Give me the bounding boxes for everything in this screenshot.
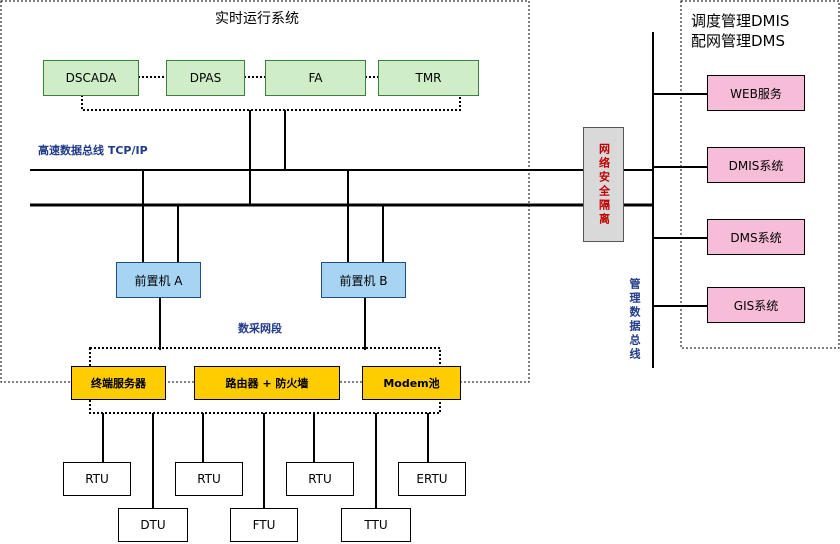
front-end-a: 前置机 A xyxy=(116,262,201,298)
gis-system-box: GIS系统 xyxy=(707,287,805,323)
dms-title: 配网管理DMS xyxy=(691,32,786,50)
app-dotted-bracket xyxy=(81,95,461,111)
ertu-box: ERTU xyxy=(398,462,466,496)
web-service-box: WEB服务 xyxy=(707,75,805,111)
network-security-isolation: 网络安全隔离 xyxy=(583,127,624,242)
high-speed-bus-label: 高速数据总线 TCP/IP xyxy=(38,144,148,157)
isolation-label: 网络安全隔离 xyxy=(597,142,611,227)
mgmt-bus-label-wrap: 管理数据总线 xyxy=(626,278,642,373)
app-box-dscada: DSCADA xyxy=(43,60,139,96)
dms-system-box: DMS系统 xyxy=(707,219,805,255)
front-end-b: 前置机 B xyxy=(321,262,406,298)
router-firewall-box: 路由器 + 防火墙 xyxy=(194,366,340,400)
app-box-fa: FA xyxy=(265,60,366,96)
rtu-box-2: RTU xyxy=(175,462,243,496)
rtu-box-3: RTU xyxy=(286,462,354,496)
mgmt-bus-label: 管理数据总线 xyxy=(628,278,641,362)
dmis-title: 调度管理DMIS xyxy=(691,12,790,30)
app-box-dpas: DPAS xyxy=(166,60,245,96)
dms-system-frame xyxy=(680,0,840,349)
terminal-server-box: 终端服务器 xyxy=(71,366,166,400)
rtu-box-1: RTU xyxy=(63,462,131,496)
modem-pool-box: Modem池 xyxy=(362,366,461,400)
realtime-system-title: 实时运行系统 xyxy=(215,11,299,27)
ftu-box: FTU xyxy=(230,508,298,542)
dmis-system-box: DMIS系统 xyxy=(707,147,805,183)
app-box-tmr: TMR xyxy=(378,60,479,96)
ttu-box: TTU xyxy=(341,508,411,542)
dtu-box: DTU xyxy=(118,508,188,542)
acquisition-segment-label: 数采网段 xyxy=(238,322,282,335)
